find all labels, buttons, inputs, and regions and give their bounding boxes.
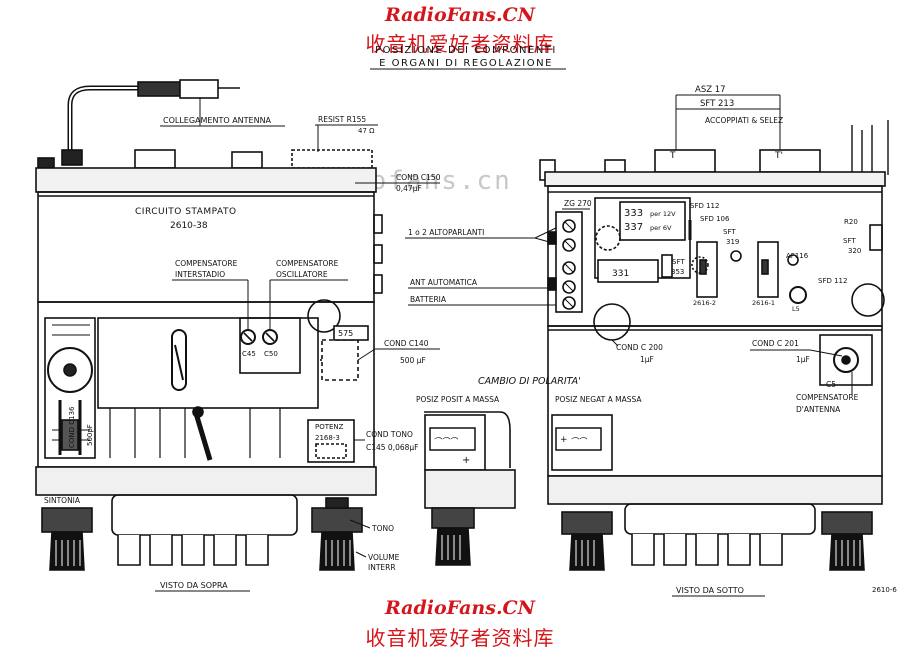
label-pcb-number: 2610-38 — [170, 221, 208, 231]
label-sft353-b: 353 — [671, 268, 684, 276]
label-comp-interstadio-2: INTERSTADIO — [175, 270, 225, 279]
watermark-site-bottom: RadioFans.CN — [384, 597, 536, 619]
label-sft319-a: SFT — [723, 228, 736, 236]
label-altoparlanti: 1 o 2 ALTOPARLANTI — [408, 228, 484, 237]
label-comp-oscillatore-2: OSCILLATORE — [276, 270, 328, 279]
svg-text:⌒⌒⌒: ⌒⌒⌒ — [433, 437, 459, 446]
watermark-chinese-top: 收音机爱好者资料库 — [365, 32, 555, 56]
label-l5: L5 — [792, 305, 800, 313]
label-circuito-stampato: CIRCUITO STAMPATO — [135, 207, 237, 217]
label-resist-value: 47 Ω — [358, 127, 375, 135]
title-line-2: E ORGANI DI REGOLAZIONE — [379, 58, 553, 69]
label-cond-c136: COND C136 — [68, 406, 76, 448]
label-box-575: 575 — [338, 329, 353, 338]
label-c50: C50 — [264, 350, 278, 358]
top-view-unit — [35, 79, 383, 571]
label-per12v: per 12V — [650, 210, 676, 218]
bottom-view-unit — [539, 120, 889, 571]
label-sft213: SFT 213 — [700, 99, 734, 109]
label-zg270: ZG 270 — [564, 199, 592, 208]
label-cond-c136-value: 500pF — [86, 424, 94, 446]
label-sft319-b: 319 — [726, 238, 739, 246]
label-comp-antenna-1: COMPENSATORE — [796, 393, 859, 402]
label-per6v: per 6V — [650, 224, 672, 232]
svg-text:+: + — [462, 455, 470, 466]
label-cond-c140-value: 500 μF — [400, 356, 426, 365]
watermark-chinese-bottom: 收音机爱好者资料库 — [365, 626, 555, 650]
label-comp-oscillatore-1: COMPENSATORE — [276, 259, 339, 268]
label-posiz-posit: POSIZ POSIT A MASSA — [416, 395, 500, 404]
label-af116: AF116 — [786, 252, 809, 260]
label-331: 331 — [612, 269, 629, 279]
label-asz17: ASZ 17 — [695, 85, 726, 95]
svg-text:+: + — [560, 435, 568, 445]
label-comp-antenna-2: D'ANTENNA — [796, 405, 841, 414]
label-cond-c201-value: 1μF — [796, 355, 810, 364]
label-collegamento-antenna: COLLEGAMENTO ANTENNA — [163, 116, 272, 125]
label-333: 333 — [624, 208, 643, 219]
label-t-mark-1: T — [669, 151, 676, 161]
label-2616-2: 2616-2 — [693, 299, 716, 307]
polarity-switch-negative: + ⌒⌒ — [551, 414, 613, 471]
label-resist-r155: RESIST R155 — [318, 115, 366, 124]
label-c45: C45 — [242, 350, 256, 358]
label-sft320-a: SFT — [843, 237, 856, 245]
label-cond-c200-value: 1μF — [640, 355, 654, 364]
label-figure-number: 2610-6 — [872, 586, 897, 594]
label-sfd106: SFD 106 — [700, 215, 730, 223]
label-comp-interstadio-1: COMPENSATORE — [175, 259, 238, 268]
label-volume: VOLUME — [368, 553, 400, 562]
label-2616-1: 2616-1 — [752, 299, 775, 307]
watermark-site-top: RadioFans.CN — [384, 4, 536, 26]
label-cond-c150-value: 0,47μF — [396, 184, 422, 193]
label-c5: C5 — [826, 380, 836, 389]
label-337: 337 — [624, 222, 643, 233]
label-potenz: POTENZ — [315, 423, 344, 431]
label-accoppiati: ACCOPPIATI & SELEZ — [705, 116, 783, 125]
label-sintonia: SINTONIA — [44, 496, 81, 505]
label-sfd112: SFD 112 — [690, 202, 719, 210]
label-sfd112b: SFD 112 — [818, 277, 847, 285]
label-r20: R20 — [844, 218, 858, 226]
label-cond-tono-value: C145 0,068μF — [366, 443, 419, 452]
label-interr: INTERR — [368, 563, 396, 572]
label-tono: TONO — [371, 524, 394, 533]
label-cond-c200: COND C 200 — [616, 343, 663, 352]
label-ant-automatica: ANT AUTOMATICA — [410, 278, 478, 287]
label-batteria: BATTERIA — [410, 295, 447, 304]
label-cond-tono: COND TONO — [366, 430, 413, 439]
label-cond-c140: COND C140 — [384, 339, 429, 348]
caption-visto-da-sotto: VISTO DA SOTTO — [676, 586, 744, 595]
label-sft320-b: 320 — [848, 247, 861, 255]
label-t-mark-2: T' — [774, 151, 783, 161]
label-sft353-a: SFT — [672, 258, 685, 266]
label-cambio-polarita: CAMBIO DI POLARITA' — [478, 376, 581, 387]
polarity-switch-positive: ⌒⌒⌒ + — [424, 411, 516, 566]
label-cond-c201: COND C 201 — [752, 339, 799, 348]
caption-visto-da-sopra: VISTO DA SOPRA — [160, 581, 228, 590]
label-potenz-number: 2168-3 — [315, 434, 340, 442]
label-posiz-negat: POSIZ NEGAT A MASSA — [555, 395, 642, 404]
svg-text:⌒⌒: ⌒⌒ — [570, 437, 588, 446]
label-cond-c150: COND C150 — [396, 173, 441, 182]
title-line-1: POSIZIONE DEI COMPONENTI — [375, 45, 557, 56]
